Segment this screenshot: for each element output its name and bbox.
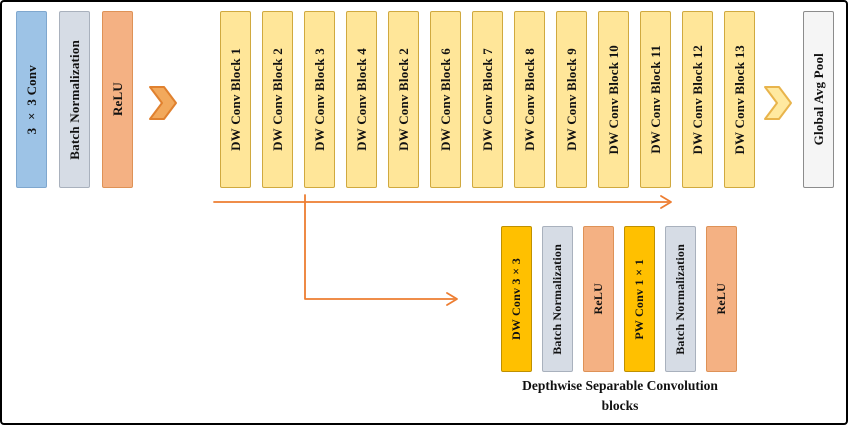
dw-conv-blocks: DW Conv Block 1 DW Conv Block 2 DW Conv … <box>220 11 755 188</box>
dw-conv-block: DW Conv Block 13 <box>724 11 755 188</box>
stem-block: Batch Normalization <box>59 11 90 188</box>
detail-block: DW Conv 3×3 <box>501 226 532 372</box>
caption: Depthwise Separable Convolution blocks <box>467 376 773 415</box>
stem-blocks: 3 × 3 Conv Batch Normalization ReLU <box>16 11 133 188</box>
dw-conv-block: DW Conv Block 11 <box>640 11 671 188</box>
dw-conv-block-label: DW Conv Block 4 <box>353 48 369 151</box>
stem-block-label: ReLU <box>109 82 125 117</box>
detail-block-label: Batch Normalization <box>550 243 564 355</box>
detail-block-label: Batch Normalization <box>673 243 687 355</box>
dw-conv-block-label: DW Conv Block 1 <box>227 48 243 151</box>
dw-conv-block: DW Conv Block 1 <box>220 11 251 188</box>
detail-block-label: ReLU <box>591 283 605 315</box>
global-avg-pool-label: Global Avg Pool <box>810 53 826 146</box>
main-flow-arrowhead-icon <box>660 195 672 209</box>
dw-conv-block-label: DW Conv Block 9 <box>563 48 579 151</box>
dw-conv-block-label: DW Conv Block 2 <box>269 48 285 151</box>
depthwise-separable-detail-blocks: DW Conv 3×3 Batch Normalization ReLU PW … <box>501 226 737 372</box>
detail-block: PW Conv 1×1 <box>624 226 655 372</box>
dw-conv-block: DW Conv Block 9 <box>556 11 587 188</box>
detail-block: ReLU <box>706 226 737 372</box>
detail-block: Batch Normalization <box>665 226 696 372</box>
detail-block-label: ReLU <box>714 283 728 315</box>
dw-conv-block-label: DW Conv Block 12 <box>689 44 705 155</box>
chevron-right-icon <box>149 86 177 120</box>
dw-conv-block: DW Conv Block 7 <box>472 11 503 188</box>
stem-block-label: 3 × 3 Conv <box>23 64 39 135</box>
branch-arrowhead-icon <box>446 292 458 306</box>
detail-block: Batch Normalization <box>542 226 573 372</box>
detail-block-label: DW Conv 3×3 <box>509 258 523 340</box>
stem-block: 3 × 3 Conv <box>16 11 47 188</box>
dw-conv-block-label: DW Conv Block 6 <box>437 48 453 151</box>
dw-conv-block: DW Conv Block 8 <box>514 11 545 188</box>
dw-conv-block-label: DW Conv Block 3 <box>311 48 327 151</box>
dw-conv-block-label: DW Conv Block 2 <box>395 48 411 151</box>
chevron-right-icon <box>764 86 792 120</box>
stem-block-label: Batch Normalization <box>66 39 82 160</box>
dw-conv-block: DW Conv Block 3 <box>304 11 335 188</box>
dw-conv-block-label: DW Conv Block 13 <box>731 44 747 155</box>
caption-line-2: blocks <box>601 397 639 413</box>
dw-conv-block-label: DW Conv Block 8 <box>521 48 537 151</box>
dw-conv-block-label: DW Conv Block 10 <box>605 44 621 155</box>
stem-block: ReLU <box>102 11 133 188</box>
dw-conv-block: DW Conv Block 2 <box>388 11 419 188</box>
detail-block-label: PW Conv 1×1 <box>632 258 646 340</box>
caption-line-1: Depthwise Separable Convolution <box>522 378 718 393</box>
dw-conv-block: DW Conv Block 6 <box>430 11 461 188</box>
detail-block: ReLU <box>583 226 614 372</box>
dw-conv-block: DW Conv Block 2 <box>262 11 293 188</box>
dw-conv-block-label: DW Conv Block 7 <box>479 48 495 151</box>
dw-conv-block-label: DW Conv Block 11 <box>647 45 663 154</box>
branch-arrow-line <box>304 194 455 300</box>
dw-conv-block: DW Conv Block 12 <box>682 11 713 188</box>
global-avg-pool-block: Global Avg Pool <box>803 11 834 188</box>
dw-conv-block: DW Conv Block 10 <box>598 11 629 188</box>
dw-conv-block: DW Conv Block 4 <box>346 11 377 188</box>
